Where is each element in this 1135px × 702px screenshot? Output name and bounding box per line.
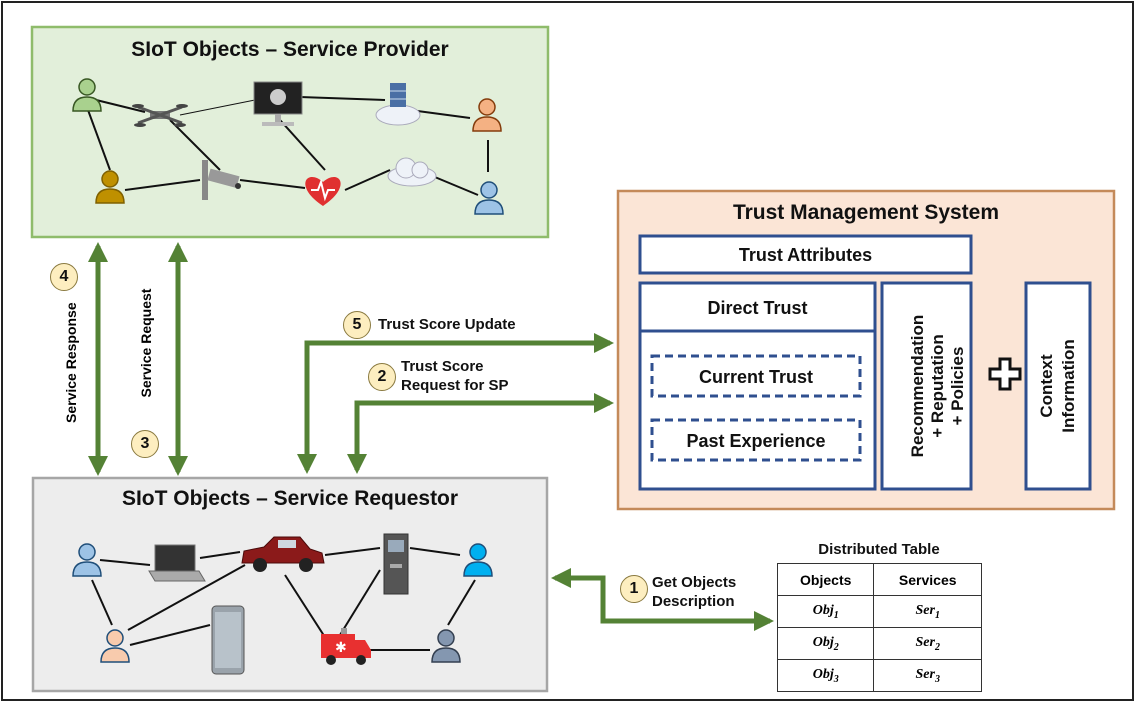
flow-arrows <box>88 242 774 631</box>
arrow-get-objects <box>551 568 774 631</box>
requestor-links <box>91 547 476 651</box>
current-trust-label: Current Trust <box>698 367 813 387</box>
trust-attributes-label: Trust Attributes <box>738 245 873 265</box>
table-title: Distributed Table <box>818 541 940 558</box>
car-icon <box>241 536 325 572</box>
requestor-title: SIoT Objects – Service Requestor <box>121 487 459 510</box>
arrow-trust-score-update <box>297 333 614 474</box>
table-cell-service: Ser2 <box>873 627 982 660</box>
table-row: Obj3 Ser3 <box>776 659 982 692</box>
table-cell-service: Ser3 <box>873 659 982 692</box>
step-label-2: Trust Score Request for SP <box>401 358 509 394</box>
arrow-trust-score-request <box>347 393 614 474</box>
table-cell-object: Obj3 <box>776 659 875 692</box>
step-badge-4: 4 <box>50 263 78 291</box>
table-header-services: Services <box>873 563 982 596</box>
camera-icon <box>202 160 241 200</box>
table-cell-service: Ser1 <box>873 595 982 628</box>
step-badge-5: 5 <box>343 311 371 339</box>
table-cell-object: Obj1 <box>776 595 875 628</box>
ambulance-icon: ✱ <box>321 628 371 665</box>
step-label-4: Service Response <box>63 302 79 423</box>
drone-icon <box>132 104 188 127</box>
past-experience-label: Past Experience <box>686 431 826 451</box>
phone-icon <box>211 605 245 675</box>
trust-attributes-box <box>638 234 973 275</box>
step-label-1: Get Objects Description <box>652 574 737 610</box>
step-badge-3: 3 <box>131 430 159 458</box>
tms-title: Trust Management System <box>732 201 1000 224</box>
kiosk-icon <box>383 533 409 595</box>
distributed-table: Objects Services Obj1 Ser1 Obj2 Ser2 Obj… <box>776 563 982 692</box>
svg-text:✱: ✱ <box>335 640 347 656</box>
recommendation-label: Recommendation + Reputation + Policies <box>908 314 967 458</box>
direct-trust-label: Direct Trust <box>707 298 808 318</box>
current-trust-box <box>650 354 862 398</box>
table-cell-object: Obj2 <box>776 627 875 660</box>
monitor-icon <box>253 81 303 126</box>
server-cloud-icon <box>375 83 421 126</box>
past-experience-box <box>650 418 862 462</box>
heart-icon <box>305 177 341 206</box>
laptop-icon <box>148 544 206 582</box>
plus-icon <box>988 357 1022 391</box>
table-row: Obj1 Ser1 <box>776 595 982 628</box>
provider-title: SIoT Objects – Service Provider <box>131 38 449 61</box>
context-box <box>1024 281 1092 491</box>
step-label-3: Service Request <box>138 288 154 398</box>
recommendation-box <box>880 281 973 491</box>
step-badge-1: 1 <box>620 575 648 603</box>
step-badge-2: 2 <box>368 363 396 391</box>
table-row: Obj2 Ser2 <box>776 627 982 660</box>
context-label: Context Information <box>1037 339 1078 433</box>
provider-links <box>87 96 489 196</box>
cloud-icon <box>387 157 437 187</box>
table-header-objects: Objects <box>776 563 875 596</box>
step-label-5: Trust Score Update <box>378 316 516 333</box>
